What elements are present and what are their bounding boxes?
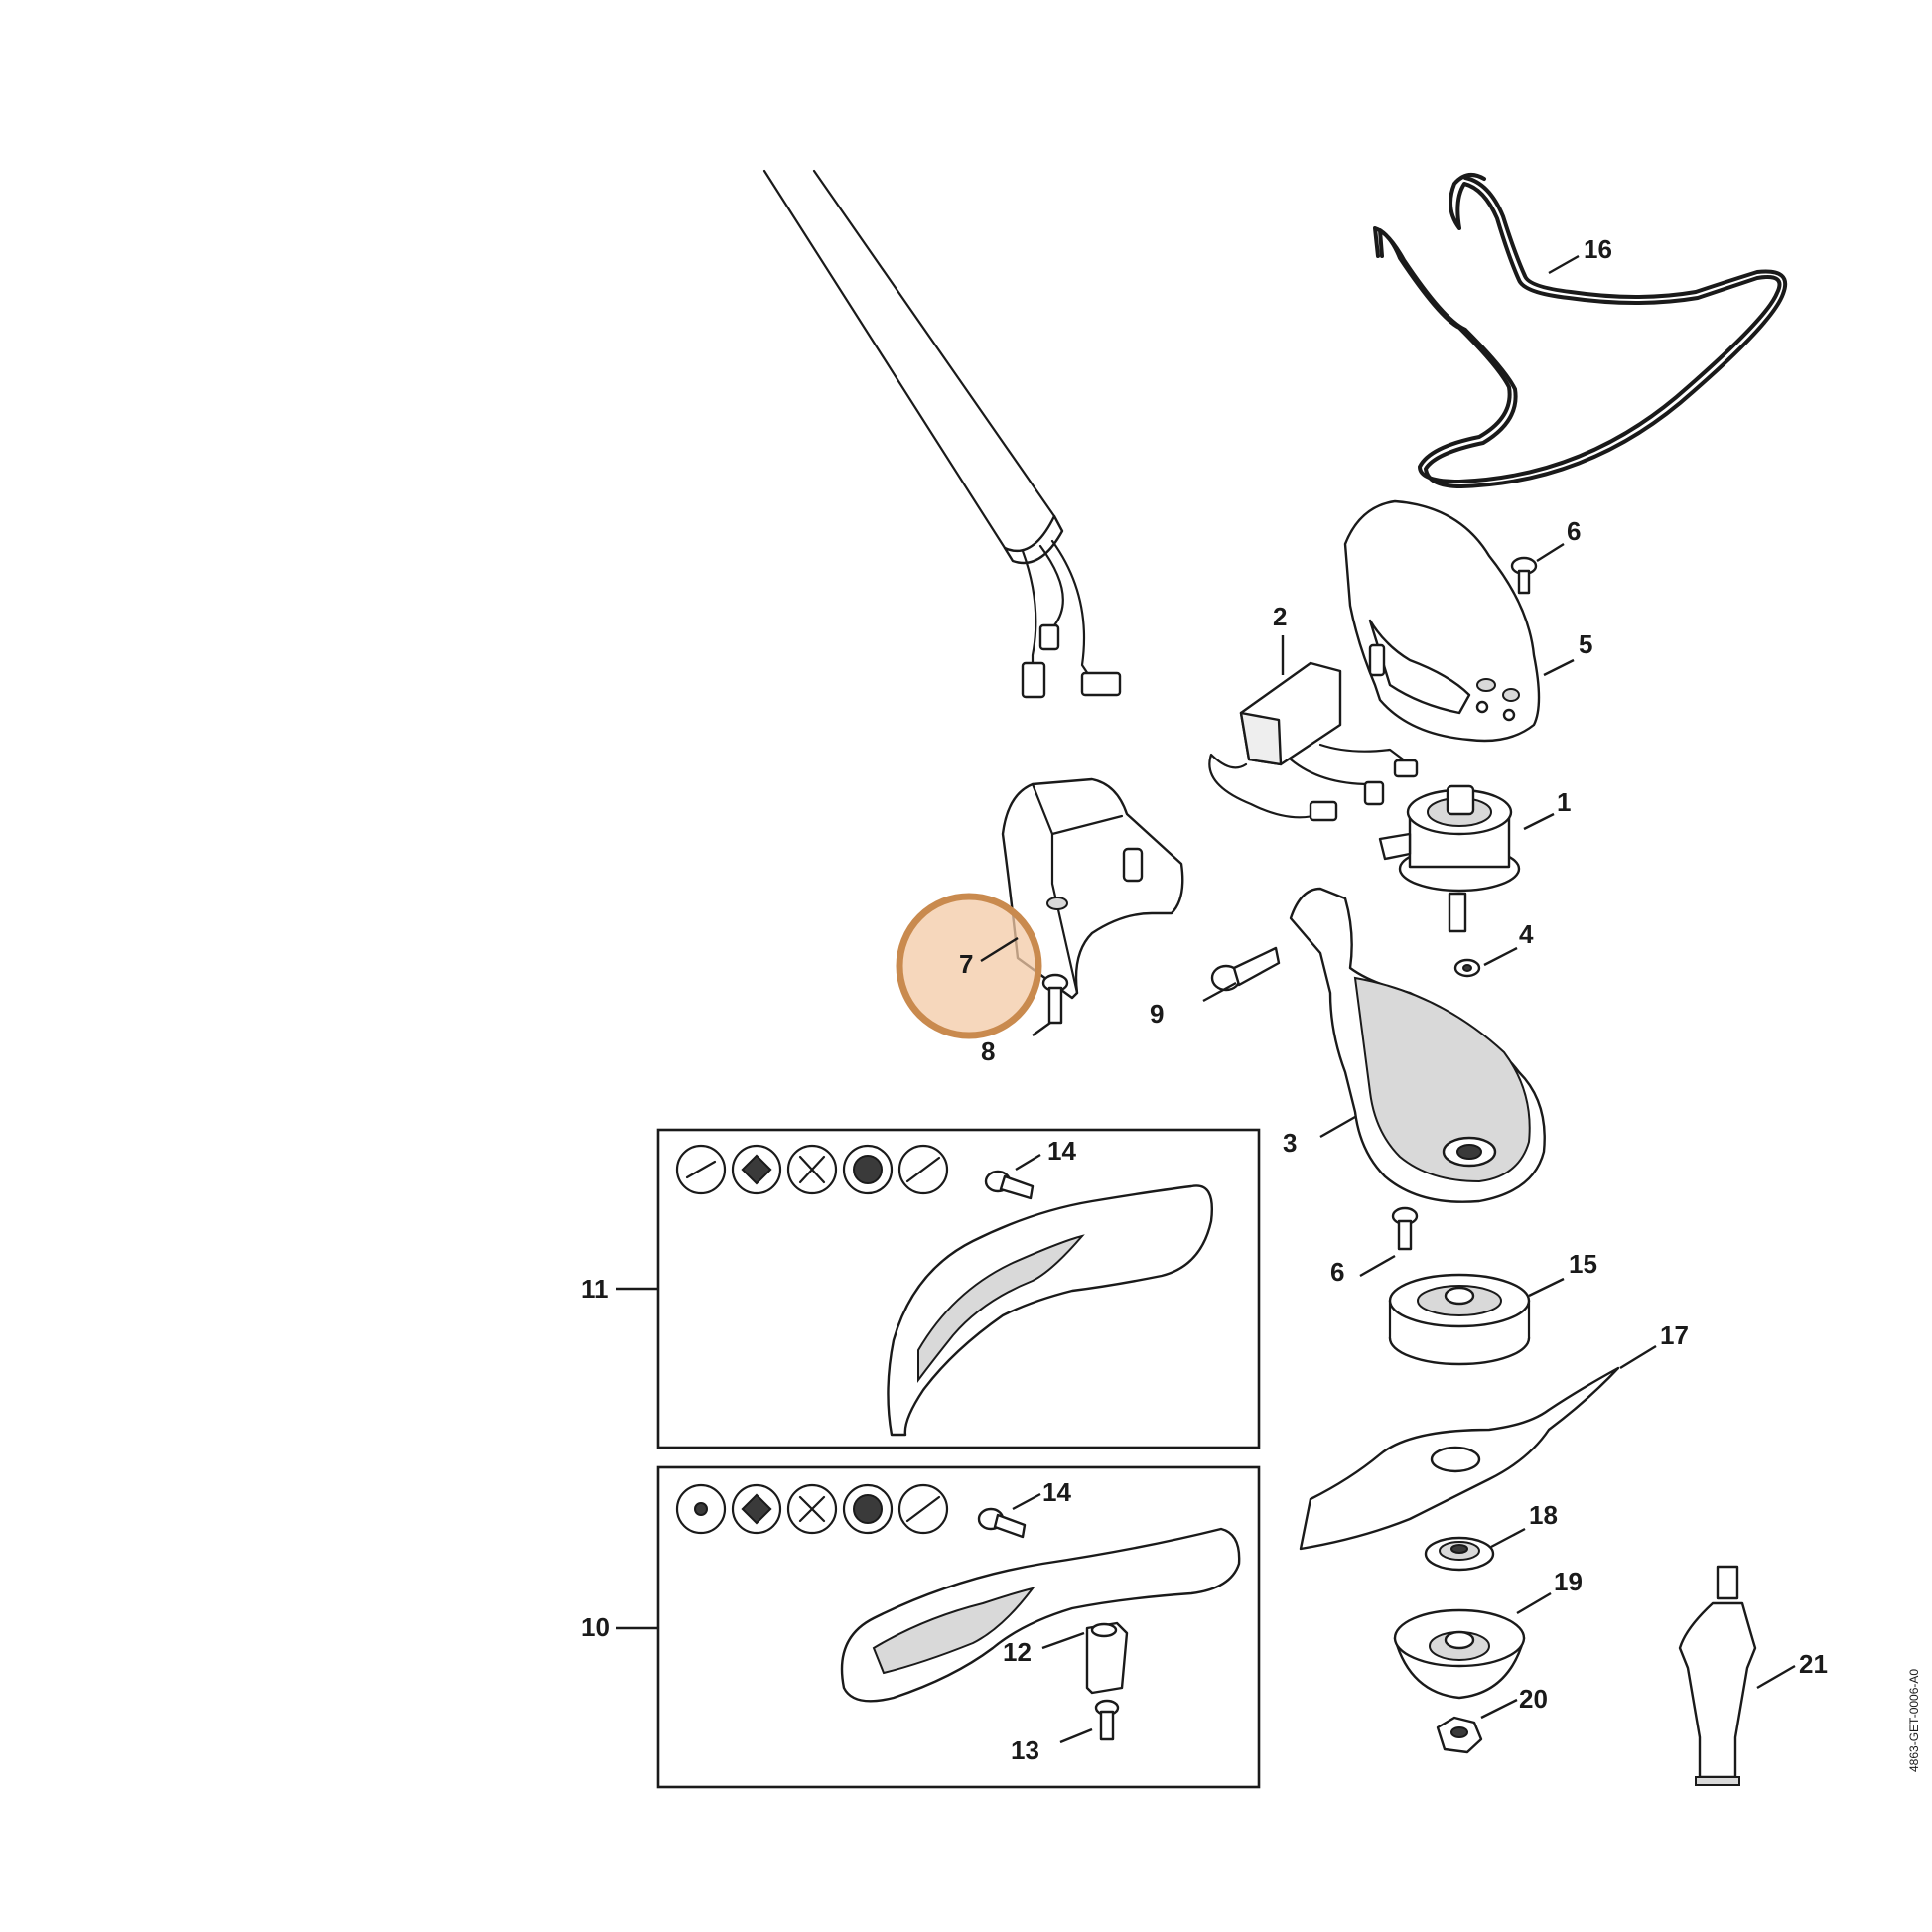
label-part-19: 19 [1554, 1567, 1583, 1596]
part-16-guard-bar [1373, 173, 1788, 488]
shredder-blade-icon [897, 1483, 949, 1535]
label-part-8: 8 [981, 1036, 995, 1066]
box-10-guard-assembly [656, 1465, 1261, 1789]
label-part-2: 2 [1273, 602, 1287, 631]
part-15-thrust-plate [1388, 1273, 1531, 1366]
label-part-3: 3 [1283, 1128, 1297, 1158]
label-part-13: 13 [1011, 1735, 1039, 1765]
label-part-15: 15 [1569, 1249, 1597, 1279]
propeller-blade-icon [786, 1483, 838, 1535]
label-part-17: 17 [1660, 1320, 1689, 1350]
part-4-washer [1453, 958, 1481, 978]
label-part-5: 5 [1579, 629, 1592, 659]
part-12-bracket [1085, 1621, 1129, 1695]
cross-blade-icon [731, 1483, 782, 1535]
part-labels: 1 2 3 4 5 6 6 7 8 9 10 11 12 13 14 14 15… [581, 234, 1828, 1765]
trimmer-line-icon [675, 1483, 727, 1535]
tool-icon-row-box-10 [675, 1483, 949, 1535]
brush-knife-icon [731, 1144, 782, 1195]
label-part-7: 7 [959, 949, 973, 979]
label-part-20: 20 [1519, 1684, 1548, 1714]
part-6-screw-lower [1391, 1206, 1419, 1251]
part-20-nut [1436, 1716, 1483, 1754]
label-part-4: 4 [1519, 919, 1534, 949]
highlight-circle-part-7[interactable] [896, 893, 1042, 1039]
shredder-blade-icon [897, 1144, 949, 1195]
screw-14-box-10 [977, 1507, 1027, 1539]
part-17-grass-blade [1299, 1366, 1620, 1551]
circular-saw-icon [842, 1483, 894, 1535]
trimmer-head-icon [786, 1144, 838, 1195]
part-3-motor-housing [1289, 887, 1546, 1203]
label-part-6-lower: 6 [1330, 1257, 1344, 1287]
part-18-washer [1424, 1536, 1495, 1572]
label-part-14-box-10: 14 [1042, 1477, 1071, 1507]
part-1-motor [1378, 784, 1521, 933]
part-6-screw-upper [1510, 556, 1538, 595]
label-part-6-upper: 6 [1567, 516, 1581, 546]
box-11-guard-assembly [656, 1128, 1261, 1449]
grass-blade-icon [675, 1144, 727, 1195]
part-5-housing-cover [1343, 499, 1541, 743]
guard-10 [840, 1527, 1241, 1703]
label-part-9: 9 [1150, 999, 1164, 1029]
part-8-screw [1041, 973, 1069, 1025]
drawing-code: 4863-GET-0006-A0 [1907, 1669, 1921, 1772]
drive-shaft-with-cable [762, 169, 1122, 699]
label-part-1: 1 [1557, 787, 1571, 817]
part-13-screw [1094, 1699, 1120, 1741]
label-part-18: 18 [1529, 1500, 1558, 1530]
part-19-cap [1393, 1608, 1526, 1700]
label-part-21: 21 [1799, 1649, 1828, 1679]
label-part-16: 16 [1584, 234, 1612, 264]
guard-11 [887, 1184, 1213, 1437]
leader-lines [616, 254, 1796, 1744]
circular-saw-icon [842, 1144, 894, 1195]
label-part-12: 12 [1003, 1637, 1032, 1667]
part-2-electronic-module [1208, 661, 1419, 822]
tool-icon-row-box-11 [675, 1144, 949, 1195]
screw-14-box-11 [984, 1170, 1035, 1200]
part-21-grease-tube [1678, 1565, 1757, 1786]
label-part-14-box-11: 14 [1047, 1136, 1076, 1166]
part-9-screw [1210, 946, 1281, 992]
label-part-11: 11 [581, 1274, 609, 1304]
label-part-10: 10 [581, 1612, 610, 1642]
